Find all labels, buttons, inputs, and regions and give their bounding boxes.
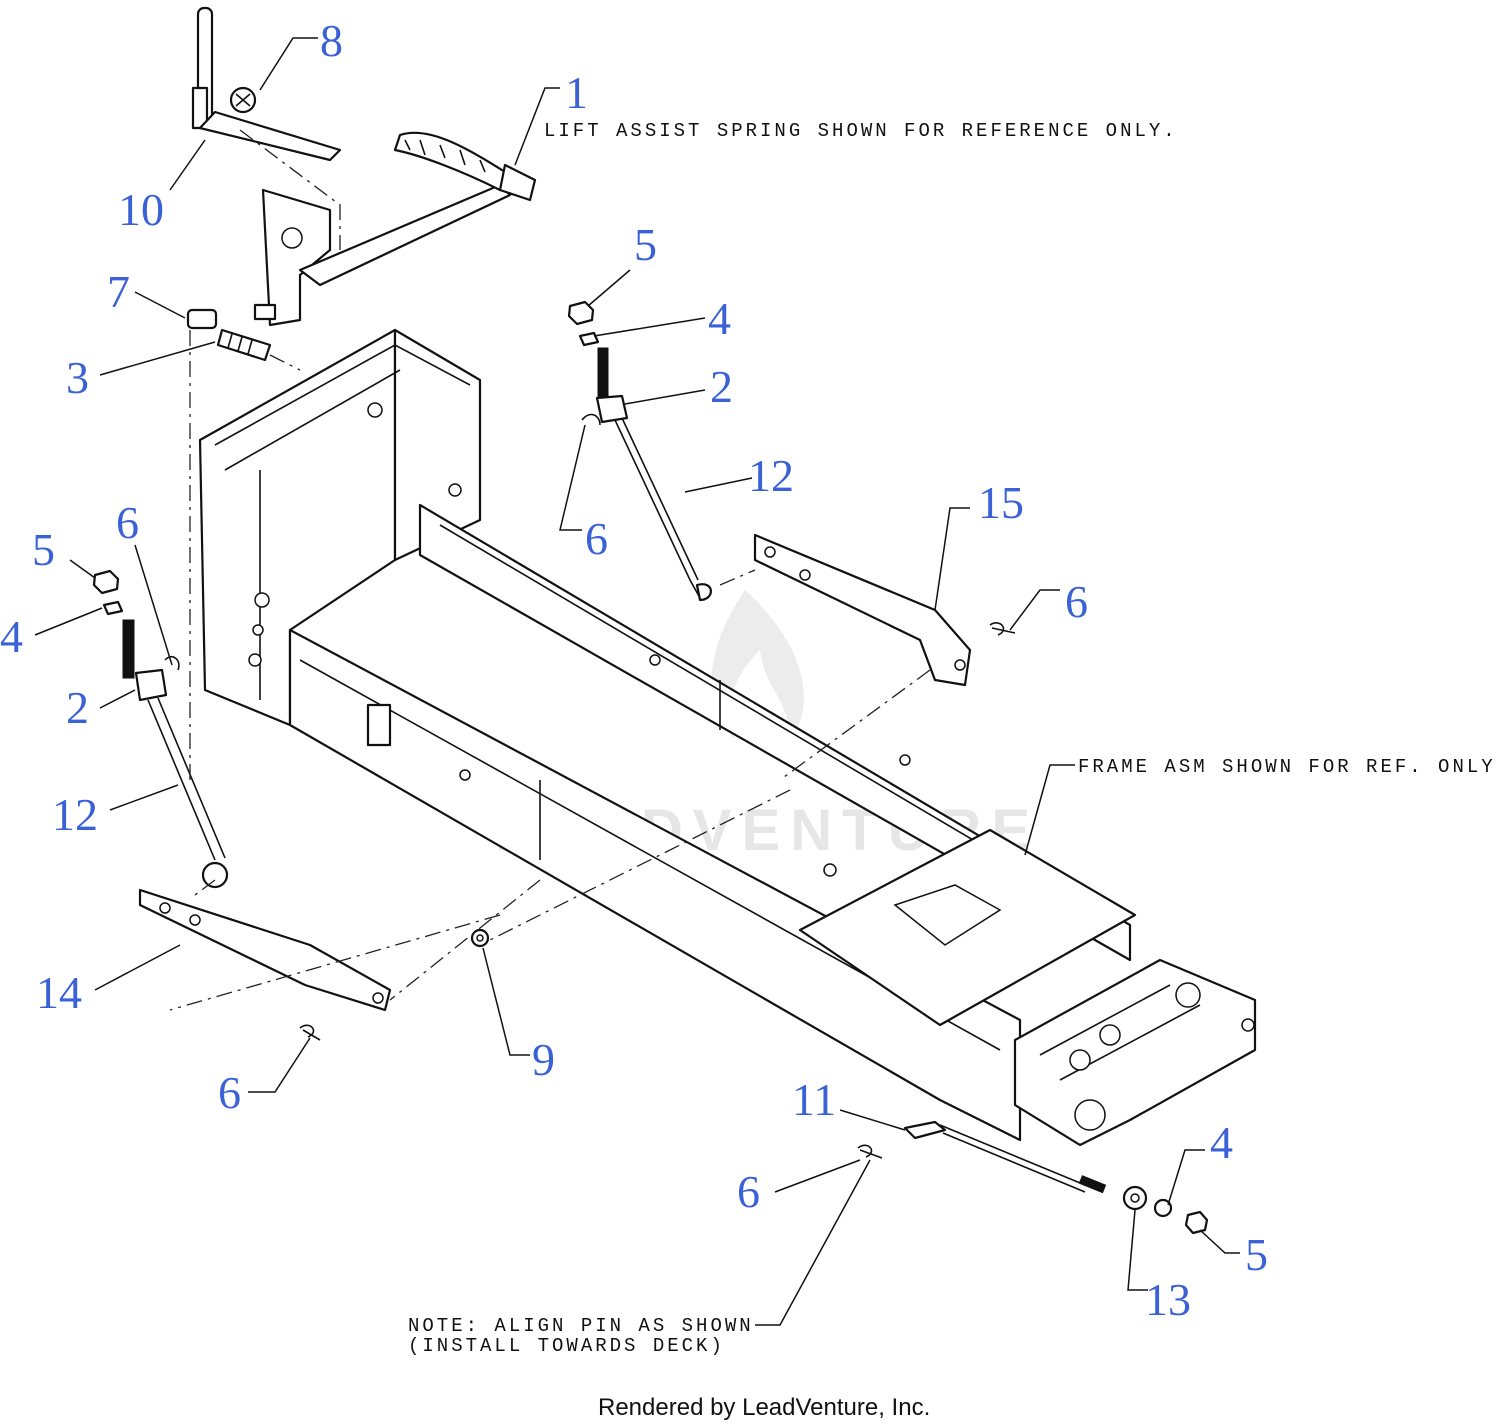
callout-7: 7 [107,266,130,317]
bushing-part [186,308,218,330]
frame-assembly [198,328,1257,1147]
callout-1: 1 [565,67,588,118]
callout-10: 10 [118,184,164,235]
lift-handle-part [191,6,342,162]
right-link-bar-part [753,533,972,687]
callout-8: 8 [320,15,343,66]
callout-12-upper: 12 [748,450,794,501]
callout-5-left: 5 [32,524,55,575]
assembly-lines [169,129,931,1011]
callout-14: 14 [36,967,82,1018]
lift-lever-part [253,131,537,327]
callout-6-right: 6 [1065,576,1088,627]
callout-4-lower: 4 [1210,1117,1233,1168]
note-align-pin: NOTE: ALIGN PIN AS SHOWN [408,1315,754,1337]
callout-6-lower: 6 [737,1166,760,1217]
callout-6-upper: 6 [585,513,608,564]
callout-2-left: 2 [66,682,89,733]
callout-6-left: 6 [116,497,139,548]
pin-part [216,328,272,362]
footer-credit: Rendered by LeadVenture, Inc. [598,1394,930,1421]
callout-labels: 1 8 10 7 3 5 4 2 12 6 15 6 5 6 4 2 12 14… [0,15,1268,1325]
hairpin-clips [299,622,1016,1159]
callout-4-left: 4 [0,611,23,662]
notes: LIFT ASSIST SPRING SHOWN FOR REFERENCE O… [408,120,1496,1357]
left-lift-link-part [92,569,229,889]
rear-rod-part [903,1120,1209,1235]
callout-3: 3 [66,352,89,403]
callout-2-upper: 2 [710,361,733,412]
callout-15: 15 [978,477,1024,528]
flame-logo-icon [711,590,804,740]
callout-11: 11 [792,1074,836,1125]
callout-9: 9 [532,1034,555,1085]
washer-part [470,928,490,948]
note-lift-assist: LIFT ASSIST SPRING SHOWN FOR REFERENCE O… [544,120,1178,142]
note-install-towards-deck: (INSTALL TOWARDS DECK) [408,1335,725,1357]
callout-12-left: 12 [52,789,98,840]
note-frame-asm: FRAME ASM SHOWN FOR REF. ONLY [1078,756,1496,778]
left-link-bar-part [138,888,392,1012]
callout-5-upper: 5 [634,219,657,270]
callout-4-upper: 4 [708,293,731,344]
callout-5-lower: 5 [1245,1229,1268,1280]
right-lift-link-part [567,300,712,602]
leader-lines [34,37,1240,1326]
callout-6-lower-left: 6 [218,1067,241,1118]
callout-13: 13 [1145,1274,1191,1325]
spring-part [229,86,257,114]
